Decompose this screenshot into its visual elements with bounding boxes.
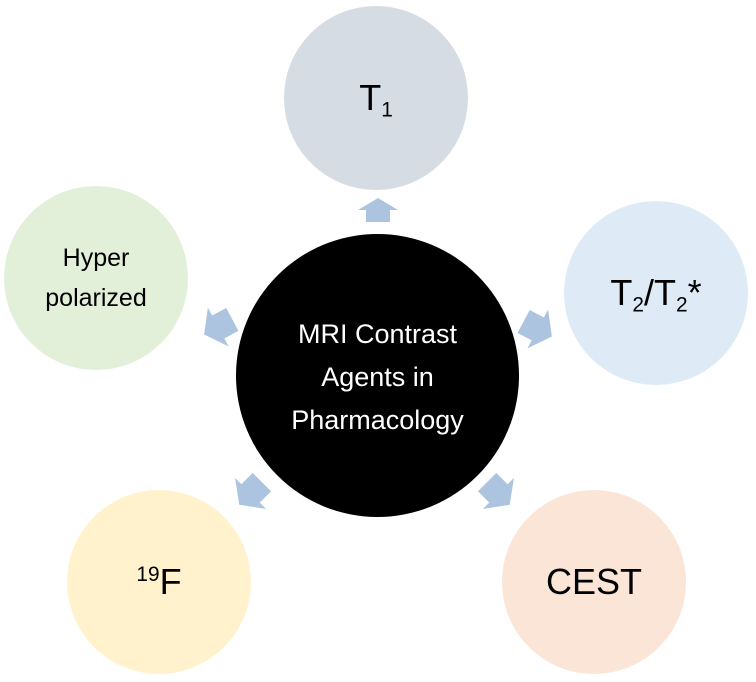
t2-slash: / — [643, 272, 654, 313]
arrow-to-t1 — [358, 198, 398, 222]
t2-main-1: T — [610, 272, 633, 313]
node-hyperpolarized: Hyper polarized — [4, 186, 188, 370]
t1-main: T — [359, 77, 382, 118]
f19-sup: 19 — [136, 563, 160, 587]
arrow-to-t2 — [517, 309, 552, 349]
arrow-shape — [235, 472, 272, 509]
arrow-shape — [204, 307, 239, 347]
f19-main: F — [159, 561, 182, 602]
hyper-line-2: polarized — [45, 284, 147, 312]
center-line-3: Pharmacology — [291, 405, 464, 435]
node-f19-label: 19F — [136, 561, 181, 603]
t2-star: * — [687, 272, 702, 313]
arrow-shape — [358, 198, 398, 222]
arrow-to-hyper — [204, 307, 239, 347]
node-cest: CEST — [502, 490, 686, 674]
t2-main-2: T — [654, 272, 676, 313]
t2-sub-2: 2 — [676, 293, 688, 317]
node-t1-label: T1 — [359, 77, 393, 122]
hyper-line-1: Hyper — [62, 244, 130, 272]
node-t2-t2star: T2/T2* — [564, 201, 748, 385]
center-line-2: Agents in — [321, 362, 434, 392]
center-line-1: MRI Contrast — [297, 319, 458, 349]
t2-sub-1: 2 — [632, 293, 644, 317]
t1-sub: 1 — [381, 98, 393, 122]
arrow-to-cest — [477, 472, 514, 509]
arrow-shape — [517, 309, 552, 349]
center-node: MRI Contrast Agents in Pharmacology — [236, 234, 519, 517]
node-cest-label: CEST — [545, 561, 642, 602]
node-f19: 19F — [67, 490, 251, 674]
node-t1: T1 — [284, 6, 468, 190]
arrow-to-f19 — [235, 472, 272, 509]
arrow-shape — [477, 472, 514, 509]
center-label: MRI Contrast Agents in Pharmacology — [291, 309, 464, 442]
node-t2-label: T2/T2* — [610, 272, 702, 317]
node-hyper-label: Hyper polarized — [45, 238, 146, 318]
